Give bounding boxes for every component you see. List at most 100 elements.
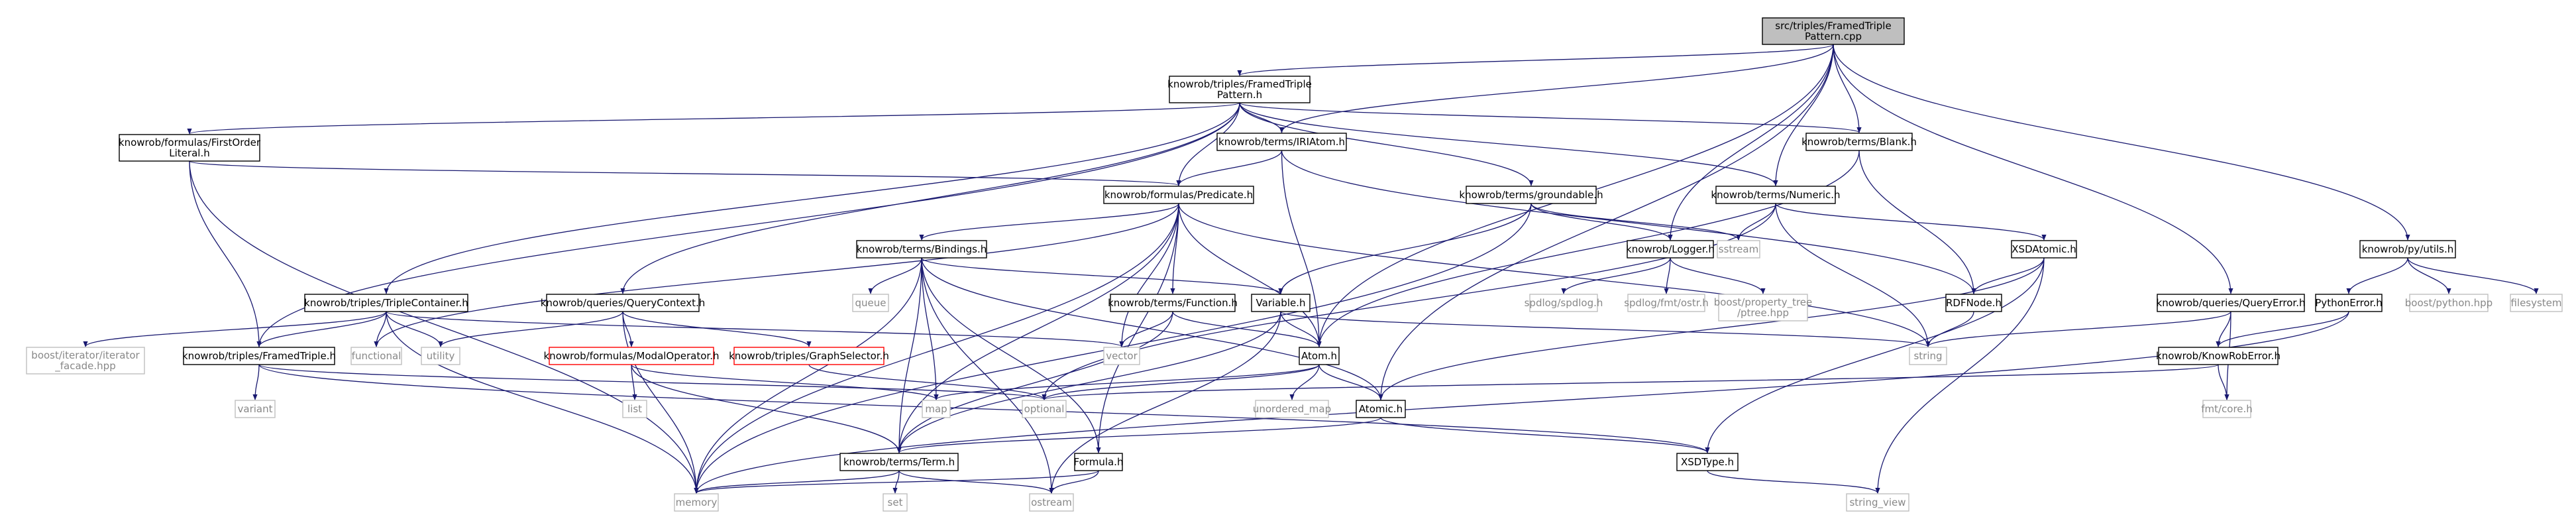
edge-triplecont-to-vector bbox=[386, 311, 1124, 347]
node-box bbox=[839, 453, 959, 471]
node-logger[interactable]: knowrob/Logger.h bbox=[1626, 240, 1715, 259]
node-box bbox=[1074, 453, 1123, 471]
node-xsdtype[interactable]: XSDType.h bbox=[1676, 453, 1739, 471]
node-box bbox=[235, 400, 276, 418]
node-querycontext[interactable]: knowrob/queries/QueryContext.h bbox=[541, 294, 706, 312]
node-iriatom[interactable]: knowrob/terms/IRIAtom.h bbox=[1216, 133, 1347, 151]
edge-pyutils-to-boostpython bbox=[2407, 257, 2451, 294]
node-box bbox=[1715, 186, 1836, 204]
node-box bbox=[350, 347, 402, 365]
edge-xsdatomic-to-xsdtype bbox=[1705, 257, 2045, 453]
edge-pyutils-to-filesystem bbox=[2407, 257, 2539, 294]
edge-groundable-to-logger bbox=[1530, 203, 1673, 241]
node-bindings[interactable]: knowrob/terms/Bindings.h bbox=[856, 240, 987, 259]
node-atom[interactable]: Atom.h bbox=[1299, 347, 1340, 365]
node-triplecont[interactable]: knowrob/triples/TripleContainer.h bbox=[304, 294, 468, 312]
node-label: variant bbox=[238, 403, 273, 415]
edge-xsdatomic-to-atomic bbox=[1378, 257, 2045, 400]
edge-formula-to-memory bbox=[694, 470, 1099, 494]
edge-root-to-atomic bbox=[1378, 44, 1834, 400]
node-groundable[interactable]: knowrob/terms/groundable.h bbox=[1459, 186, 1603, 204]
node-box bbox=[856, 240, 987, 259]
node-box bbox=[1627, 294, 1705, 312]
node-spdlog: spdlog/spdlog.h bbox=[1525, 294, 1603, 312]
edge-graphselector-to-optional bbox=[808, 364, 1047, 400]
node-variable[interactable]: Variable.h bbox=[1251, 294, 1311, 312]
node-box bbox=[1110, 294, 1236, 312]
edge-function-to-vector bbox=[1119, 311, 1173, 347]
node-memory: memory bbox=[674, 493, 719, 512]
edge-predicate-to-memory bbox=[694, 203, 1179, 494]
node-box bbox=[2359, 240, 2456, 259]
node-box bbox=[1255, 400, 1329, 418]
edge-predicate-to-formula bbox=[1096, 203, 1179, 453]
edge-knowroberror-to-optional bbox=[1042, 364, 2219, 400]
edge-atomic-to-xsdtype bbox=[1380, 417, 1710, 453]
node-variant: variant bbox=[235, 400, 276, 418]
edge-bindings-to-atomic bbox=[921, 257, 1383, 400]
node-function[interactable]: knowrob/terms/Function.h bbox=[1108, 294, 1238, 312]
node-string: string bbox=[1909, 347, 1947, 365]
node-blank[interactable]: knowrob/terms/Blank.h bbox=[1801, 133, 1917, 151]
edge-rdfnode-to-string bbox=[1925, 311, 1974, 347]
node-label: optional bbox=[1024, 403, 1065, 415]
node-graphselector[interactable]: knowrob/triples/GraphSelector.h bbox=[729, 347, 889, 365]
edge-atom-to-atomic bbox=[1318, 364, 1383, 400]
node-box bbox=[1169, 76, 1311, 103]
node-box bbox=[1909, 347, 1947, 365]
node-atomic[interactable]: Atomic.h bbox=[1356, 400, 1406, 418]
node-pythonerror[interactable]: PythonError.h bbox=[2315, 294, 2383, 312]
node-label: spdlog/fmt/ostr.h bbox=[1624, 297, 1709, 309]
node-framedtriple[interactable]: knowrob/triples/FramedTriple.h bbox=[182, 347, 336, 365]
node-numeric[interactable]: knowrob/terms/Numeric.h bbox=[1711, 186, 1841, 204]
edge-modalop-to-list bbox=[631, 364, 637, 400]
node-box bbox=[1299, 347, 1340, 365]
node-label: RDFNode.h bbox=[1946, 297, 2002, 309]
node-label: memory bbox=[676, 496, 718, 508]
node-queryerror[interactable]: knowrob/queries/QueryError.h bbox=[2157, 294, 2306, 312]
node-box bbox=[1216, 133, 1347, 151]
node-label: Literal.h bbox=[169, 147, 209, 159]
node-box bbox=[2202, 400, 2251, 418]
node-predicate[interactable]: knowrob/formulas/Predicate.h bbox=[1103, 186, 1254, 204]
node-formula[interactable]: Formula.h bbox=[1074, 453, 1124, 471]
node-modalop[interactable]: knowrob/formulas/ModalOperator.h bbox=[544, 347, 720, 365]
node-label: src/triples/FramedTriple bbox=[1775, 20, 1891, 32]
edge-modalop-to-term bbox=[631, 364, 902, 453]
node-label: knowrob/triples/FramedTriple.h bbox=[182, 350, 336, 362]
node-box bbox=[1945, 294, 2002, 312]
edge-variable-to-ostream bbox=[1049, 311, 1281, 494]
edge-bindings-to-variable bbox=[921, 257, 1283, 294]
node-xsdatomic[interactable]: XSDAtomic.h bbox=[2011, 240, 2077, 259]
node-rdfnode[interactable]: RDFNode.h bbox=[1945, 294, 2002, 312]
edge-root-to-blank bbox=[1833, 44, 1862, 133]
node-label: knowrob/queries/QueryContext.h bbox=[541, 297, 706, 309]
node-map: map bbox=[922, 400, 951, 418]
edge-variable-to-term bbox=[896, 311, 1281, 453]
edge-term-to-memory bbox=[694, 470, 900, 494]
node-stringview: string_view bbox=[1846, 493, 1909, 512]
edge-fol-to-framedtriple bbox=[189, 160, 262, 347]
node-knowroberror[interactable]: knowrob/KnowRobError.h bbox=[2156, 347, 2281, 365]
node-box bbox=[2158, 347, 2279, 365]
node-optional: optional bbox=[1022, 400, 1067, 418]
node-box bbox=[1466, 186, 1597, 204]
node-label: string_view bbox=[1849, 496, 1905, 509]
node-box bbox=[1103, 186, 1254, 204]
node-set: set bbox=[883, 493, 908, 512]
node-box bbox=[1627, 240, 1714, 259]
node-pyutils[interactable]: knowrob/py/utils.h bbox=[2359, 240, 2456, 259]
node-label: string bbox=[1913, 350, 1942, 362]
node-boostpython: boost/python.hpp bbox=[2405, 294, 2493, 312]
node-box bbox=[2315, 294, 2383, 312]
node-ostream: ostream bbox=[1029, 493, 1074, 512]
edge-root-to-ftp_h bbox=[1237, 44, 1834, 76]
node-label: Atomic.h bbox=[1359, 403, 1403, 415]
node-box bbox=[2157, 294, 2305, 312]
edge-xsdatomic-to-rdfnode bbox=[1971, 257, 2045, 294]
node-term[interactable]: knowrob/terms/Term.h bbox=[839, 453, 959, 471]
